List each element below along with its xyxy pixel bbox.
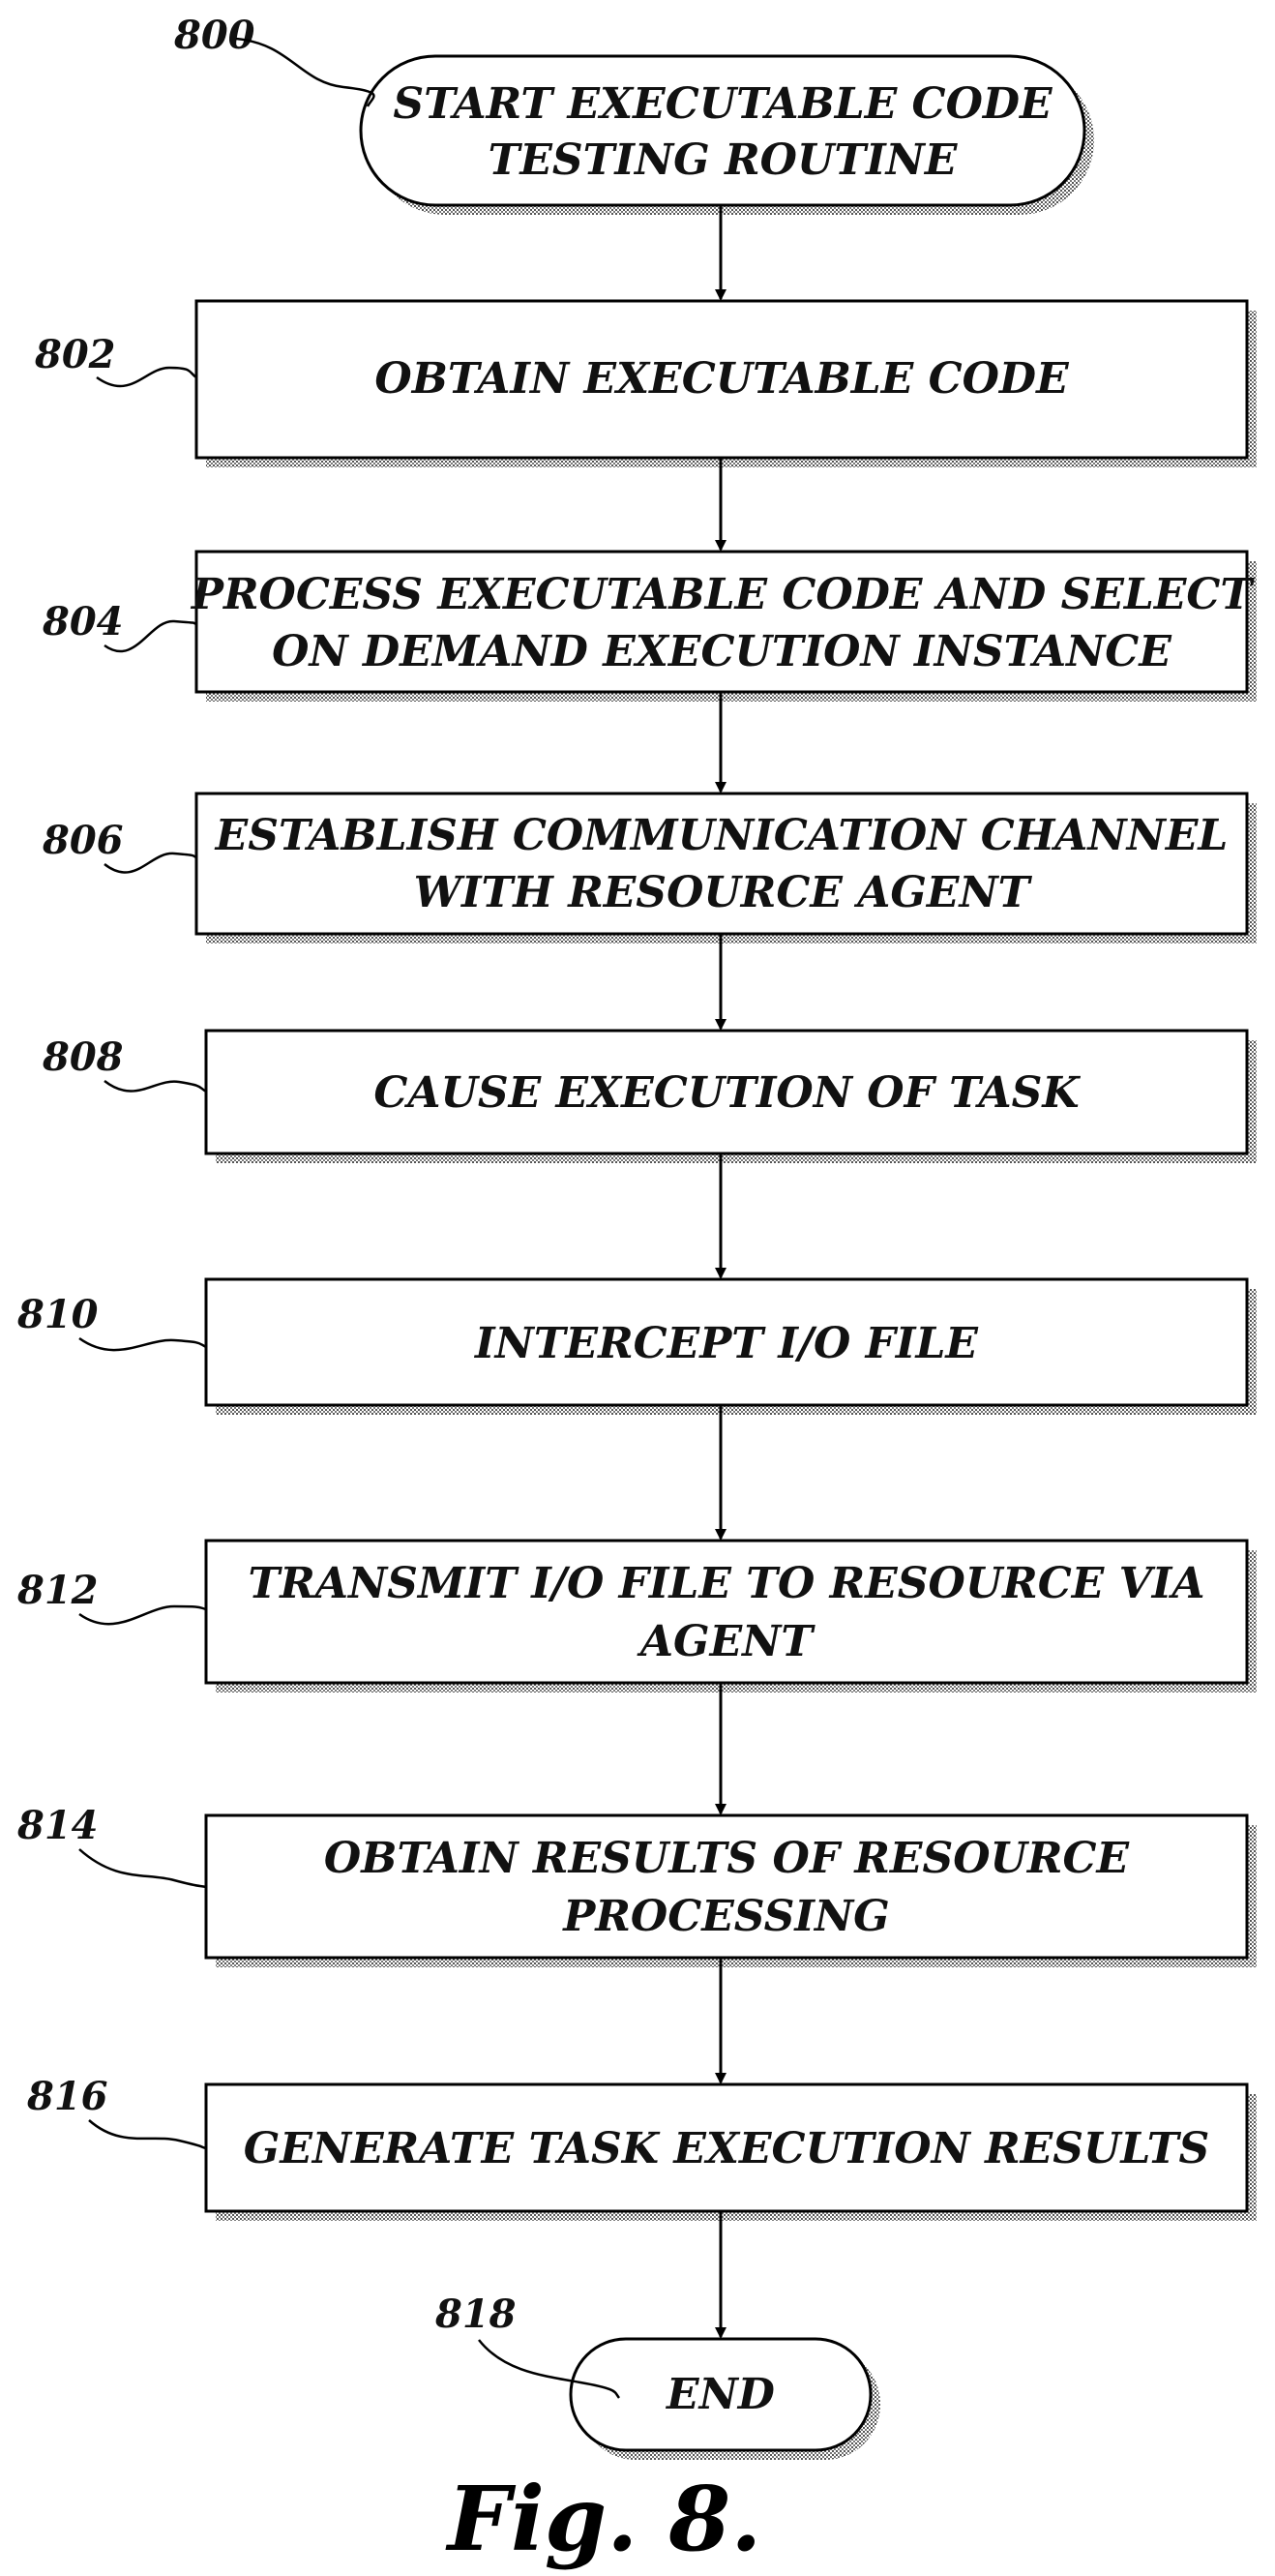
step-812-line-2: AGENT xyxy=(637,1617,815,1666)
end-terminal: END xyxy=(571,2339,880,2460)
leader-line-800 xyxy=(236,39,373,106)
step-804-line-2: ON DEMAND EXECUTION INSTANCE xyxy=(272,627,1172,676)
leader-line-810 xyxy=(79,1338,206,1350)
start-line-2: TESTING ROUTINE xyxy=(489,135,959,185)
step-box-816: GENERATE TASK EXECUTION RESULTS xyxy=(206,2084,1257,2221)
leader-line-812 xyxy=(79,1606,206,1624)
ref-label-812: 812 xyxy=(16,1568,99,1613)
step-814-line-2: PROCESSING xyxy=(561,1892,890,1941)
step-812-line-1: TRANSMIT I/O FILE TO RESOURCE VIA xyxy=(249,1559,1205,1608)
leader-line-814 xyxy=(79,1849,206,1887)
ref-label-808: 808 xyxy=(42,1034,124,1080)
step-816-line-1: GENERATE TASK EXECUTION RESULTS xyxy=(244,2124,1210,2173)
step-814-line-1: OBTAIN RESULTS OF RESOURCE xyxy=(324,1834,1131,1883)
step-box-806: ESTABLISH COMMUNICATION CHANNEL WITH RES… xyxy=(196,794,1257,944)
step-box-804: PROCESS EXECUTABLE CODE AND SELECT ON DE… xyxy=(190,552,1257,702)
ref-label-806: 806 xyxy=(42,818,124,863)
leader-line-816 xyxy=(89,2120,206,2148)
step-802-line-1: OBTAIN EXECUTABLE CODE xyxy=(374,354,1070,404)
step-box-814: OBTAIN RESULTS OF RESOURCE PROCESSING xyxy=(206,1815,1257,1967)
step-810-line-1: INTERCEPT I/O FILE xyxy=(473,1319,979,1368)
step-box-812: TRANSMIT I/O FILE TO RESOURCE VIA AGENT xyxy=(206,1541,1257,1692)
ref-label-814: 814 xyxy=(16,1803,99,1848)
ref-label-818: 818 xyxy=(434,2291,517,2337)
figure-label: Fig. 8. xyxy=(445,2467,762,2571)
start-line-1: START EXECUTABLE CODE xyxy=(393,79,1053,129)
step-806-line-2: WITH RESOURCE AGENT xyxy=(414,868,1033,917)
step-box-802: OBTAIN EXECUTABLE CODE xyxy=(196,301,1257,467)
ref-label-810: 810 xyxy=(16,1292,99,1337)
start-terminal: START EXECUTABLE CODE TESTING ROUTINE xyxy=(361,56,1094,215)
step-808-line-1: CAUSE EXECUTION OF TASK xyxy=(373,1068,1081,1118)
end-line-1: END xyxy=(665,2370,775,2419)
step-806-line-1: ESTABLISH COMMUNICATION CHANNEL xyxy=(214,811,1229,860)
ref-label-800: 800 xyxy=(173,13,255,58)
step-804-line-1: PROCESS EXECUTABLE CODE AND SELECT xyxy=(190,570,1255,619)
step-box-810: INTERCEPT I/O FILE xyxy=(206,1279,1257,1415)
step-box-808: CAUSE EXECUTION OF TASK xyxy=(206,1031,1257,1163)
ref-label-802: 802 xyxy=(34,332,116,377)
leader-line-808 xyxy=(104,1081,206,1092)
ref-label-804: 804 xyxy=(42,599,124,644)
ref-label-816: 816 xyxy=(26,2074,108,2119)
